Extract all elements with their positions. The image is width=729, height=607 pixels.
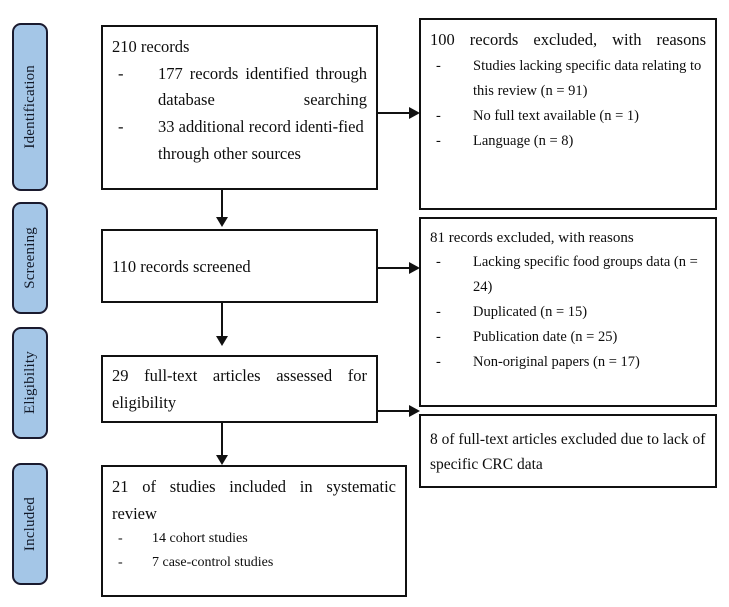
list-item-text: Studies lacking specific data relating t… — [473, 57, 702, 99]
arrowhead-eligibility-to-included — [216, 455, 228, 465]
box-screening-records: 110 records screened — [101, 229, 378, 303]
list-item: - Duplicated (n = 15) — [430, 300, 706, 325]
arrowhead-identification-to-screening — [216, 217, 228, 227]
stage-label-screening: Screening — [12, 202, 48, 314]
box-screening-title: 110 records screened — [112, 256, 251, 276]
box-included-list: - 14 cohort studies - 7 case-control studi… — [112, 527, 396, 575]
stage-label-eligibility-text: Eligibility — [21, 351, 38, 415]
list-item-text: Lacking specific food groups data (n = 2… — [473, 254, 698, 296]
stage-label-eligibility: Eligibility — [12, 327, 48, 439]
box-excluded-eligibility-title: 8 of full-text articles excluded due to … — [430, 430, 706, 473]
dash-glyph: - — [118, 63, 124, 83]
box-identification-list: - 177 records identified through database… — [112, 61, 367, 168]
list-item-text: 14 cohort studies — [152, 531, 248, 547]
list-item: - 33 additional record identi-fied throug… — [112, 114, 367, 167]
dash-glyph: - — [118, 555, 123, 571]
list-item: - Publication date (n = 25) — [430, 325, 706, 350]
list-item-text: 33 additional record identi-fied through… — [158, 117, 364, 163]
stage-label-included-text: Included — [21, 496, 38, 552]
list-item-text: Language (n = 8) — [473, 132, 574, 149]
list-item: - Studies lacking specific data relating … — [430, 54, 706, 104]
list-item-text: 177 records identified through database … — [158, 63, 367, 110]
dash-glyph: - — [436, 57, 441, 74]
box-excluded-identification-list: - Studies lacking specific data relating … — [430, 54, 706, 154]
connector-screening-to-eligibility — [221, 303, 223, 338]
list-item: - Lacking specific food groups data (n = … — [430, 250, 706, 300]
box-included-studies: 21 of studies included in systematic rev… — [101, 465, 407, 597]
box-excluded-screening-title: 81 records excluded, with reasons — [430, 230, 634, 246]
stage-label-included: Included — [12, 463, 48, 585]
connector-eligibility-to-included — [221, 423, 223, 457]
list-item-text: 7 case-control studies — [152, 555, 274, 571]
list-item: - No full text available (n = 1) — [430, 104, 706, 129]
box-included-title: 21 of studies included in systematic rev… — [112, 477, 396, 523]
list-item: - Language (n = 8) — [430, 129, 706, 154]
list-item-text: Duplicated (n = 15) — [473, 304, 588, 321]
box-excluded-screening: 81 records excluded, with reasons - Lacki… — [419, 217, 717, 407]
connector-identification-to-screening — [221, 190, 223, 219]
dash-glyph: - — [118, 117, 124, 137]
box-identification-title: 210 records — [112, 37, 190, 56]
stage-label-identification-text: Identification — [21, 65, 38, 149]
dash-glyph: - — [436, 354, 441, 371]
dash-glyph: - — [436, 254, 441, 271]
connector-identification-to-excluded — [378, 112, 411, 114]
box-excluded-screening-list: - Lacking specific food groups data (n = … — [430, 250, 706, 375]
list-item: - Non-original papers (n = 17) — [430, 350, 706, 375]
list-item: - 177 records identified through database… — [112, 61, 367, 114]
dash-glyph: - — [436, 329, 441, 346]
box-excluded-identification-title: 100 records excluded, with reasons — [430, 30, 706, 49]
box-excluded-identification: 100 records excluded, with reasons - Stud… — [419, 18, 717, 210]
dash-glyph: - — [118, 531, 123, 547]
arrowhead-eligibility-to-excluded — [409, 405, 420, 417]
box-eligibility-title: 29 full-text articles assessed for eligi… — [112, 366, 367, 412]
connector-screening-to-excluded — [378, 267, 411, 269]
connector-eligibility-to-excluded — [378, 410, 411, 412]
box-eligibility-articles: 29 full-text articles assessed for eligi… — [101, 355, 378, 423]
arrowhead-screening-to-excluded — [409, 262, 420, 274]
list-item: - 7 case-control studies — [112, 551, 396, 575]
stage-label-screening-text: Screening — [21, 227, 38, 289]
arrowhead-screening-to-eligibility — [216, 336, 228, 346]
box-excluded-eligibility: 8 of full-text articles excluded due to … — [419, 414, 717, 488]
stage-label-identification: Identification — [12, 23, 48, 191]
box-identification-records: 210 records - 177 records identified thro… — [101, 25, 378, 190]
list-item-text: No full text available (n = 1) — [473, 107, 640, 124]
list-item-text: Publication date (n = 25) — [473, 329, 618, 346]
dash-glyph: - — [436, 132, 441, 149]
list-item: - 14 cohort studies — [112, 527, 396, 551]
arrowhead-identification-to-excluded — [409, 107, 420, 119]
dash-glyph: - — [436, 304, 441, 321]
dash-glyph: - — [436, 107, 441, 124]
list-item-text: Non-original papers (n = 17) — [473, 354, 640, 371]
